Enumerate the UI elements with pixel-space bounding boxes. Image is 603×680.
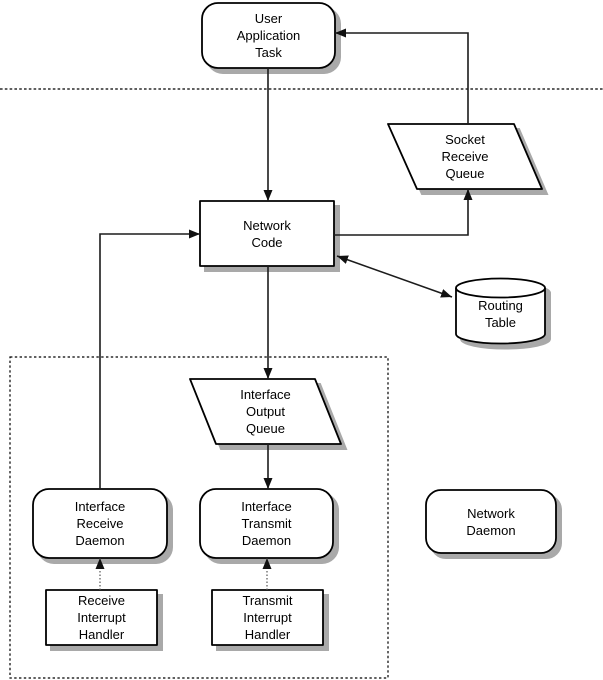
edge-network-code-routing-table-bidirectional xyxy=(336,255,453,298)
socket-receive-queue-shape xyxy=(387,123,543,190)
edge-socket-receive-queue-to-user-application-task xyxy=(335,28,469,124)
interface-receive-daemon-shape xyxy=(32,488,168,559)
transmit-interrupt-handler-shape xyxy=(211,589,324,646)
edge-layer xyxy=(99,28,473,489)
routing-table-shape xyxy=(455,277,546,345)
network-code-shape xyxy=(199,200,335,267)
interface-transmit-daemon-shape xyxy=(199,488,334,559)
node-layer xyxy=(32,2,557,646)
edge-network-code-to-socket-receive-queue xyxy=(334,189,473,236)
user-application-task-shape xyxy=(201,2,336,69)
network-daemon-shape xyxy=(425,489,557,554)
receive-interrupt-handler-shape xyxy=(45,589,158,646)
interface-output-queue-shape xyxy=(189,378,342,445)
edge-interface-receive-daemon-to-network-code xyxy=(99,229,200,489)
driver-region-border xyxy=(9,356,389,679)
